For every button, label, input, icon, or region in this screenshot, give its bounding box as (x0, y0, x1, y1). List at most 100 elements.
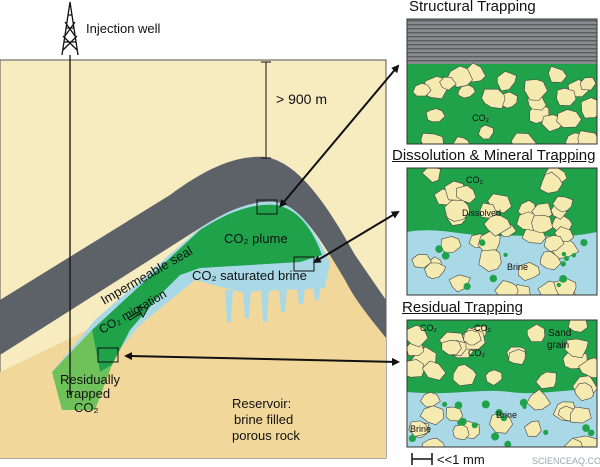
sand-grain (508, 348, 526, 365)
sand-grain (535, 371, 557, 390)
sand-grain (419, 405, 445, 426)
sand-grain (485, 369, 503, 386)
sand-grain (424, 262, 446, 280)
sand-grain (567, 320, 588, 333)
sand-grain (420, 132, 444, 144)
co2-droplet (503, 252, 508, 257)
co2-droplet (408, 434, 416, 442)
sand-grain (408, 420, 430, 437)
sand-grain (444, 199, 471, 222)
panel-residual-co2-b: CO₂ (474, 323, 492, 333)
sand-grain (548, 65, 568, 83)
panel-residual-sand-2: grain (547, 340, 569, 351)
co2-droplet (479, 239, 486, 246)
co2-droplet (556, 282, 561, 288)
reservoir-label-3: porous rock (232, 428, 300, 443)
residual-label-2: trapped (66, 386, 110, 401)
co2-droplet (500, 415, 507, 422)
cross-section: Injection well > 900 m Impermeable seal … (0, 1, 387, 459)
sand-grain (407, 359, 425, 378)
co2-droplet (463, 282, 471, 290)
co2-droplet (442, 401, 448, 407)
sand-grain (407, 324, 429, 348)
sand-grain (421, 437, 445, 447)
scale-bar (411, 453, 433, 465)
sand-grain (556, 109, 582, 128)
migration-arrow (127, 306, 149, 321)
sand-grain (421, 360, 447, 381)
sand-grain (425, 108, 446, 123)
panel-dissolution-brine: Brine (507, 262, 528, 272)
sand-grain (445, 406, 464, 422)
co2-droplet (454, 401, 463, 410)
sand-grain (478, 124, 494, 140)
sand-grain (539, 171, 563, 194)
panel-dissolution-title: Dissolution & Mineral Trapping (392, 147, 596, 164)
callout-box-structural (256, 199, 278, 215)
sand-grain (517, 261, 541, 282)
depth-marker (261, 61, 271, 159)
co2-droplet (559, 275, 567, 283)
injection-well (61, 1, 79, 395)
plume-label: CO₂ plume (224, 231, 288, 246)
sand-grain (574, 382, 595, 402)
sand-grain (439, 76, 457, 91)
panel-residual-brine-2: Brine (410, 424, 431, 434)
sand-grain (481, 88, 506, 109)
sand-grain (452, 424, 470, 441)
residual-label-3: CO₂ (74, 400, 99, 415)
sand-grain (420, 391, 441, 408)
residual-label-1: Residually (60, 372, 120, 387)
panel-residual-brine: Brine (496, 410, 517, 420)
co2-droplet (435, 245, 443, 253)
depth-label: > 900 m (276, 91, 327, 107)
panel-residual-co2-a: CO₂ (420, 323, 438, 333)
co2-droplet (582, 424, 590, 432)
sand-grain (412, 82, 432, 97)
reservoir-label-1: Reservoir: (232, 396, 291, 411)
co2-droplet (459, 418, 467, 426)
panel-structural-title: Structural Trapping (409, 0, 536, 15)
sand-grain (441, 339, 462, 356)
residual-co2-zone (52, 330, 112, 410)
sand-grain (452, 364, 477, 387)
sand-grain (552, 196, 574, 213)
panel-dissolution-co2: CO₂ (466, 175, 484, 185)
panel-dissolution-dissolved: Dissolved (462, 208, 501, 218)
callout-box-dissolution (293, 256, 315, 272)
saturated-brine-label: CO₂ saturated brine (192, 268, 307, 283)
co2-droplet (495, 409, 503, 417)
brine-fingers (225, 286, 321, 322)
co2-droplet (519, 398, 528, 407)
sand-grain (578, 357, 597, 378)
co2-droplet (522, 404, 527, 409)
sand-grain (570, 406, 592, 424)
sand-grain (526, 389, 551, 411)
sand-grain (526, 323, 546, 343)
co2-droplet (471, 422, 478, 429)
sand-grain (440, 236, 462, 254)
panel-residual-co2-c: CO₂ (468, 348, 486, 358)
arrow-structural (279, 64, 400, 208)
panel-dissolution (407, 168, 597, 295)
co2-droplet (491, 432, 500, 441)
sand-grain (411, 254, 432, 269)
sand-grain (556, 87, 577, 107)
sand-grain (457, 84, 476, 99)
co2-droplet (587, 429, 595, 437)
sand-grain (543, 234, 565, 252)
sand-grain (524, 79, 548, 101)
injection-well-label: Injection well (86, 21, 161, 36)
co2-droplet (580, 239, 588, 247)
sand-grain (524, 420, 542, 437)
sand-grain (452, 136, 470, 144)
co2-plume (92, 204, 322, 372)
panel-residual-title: Residual Trapping (402, 299, 523, 316)
co2-droplet (543, 429, 549, 435)
co2-droplet (441, 251, 450, 260)
sand-grain (577, 130, 597, 144)
panel-residual-sand-1: Sand (548, 328, 571, 339)
arrow-residual (124, 352, 400, 366)
co2-droplet (561, 251, 567, 257)
